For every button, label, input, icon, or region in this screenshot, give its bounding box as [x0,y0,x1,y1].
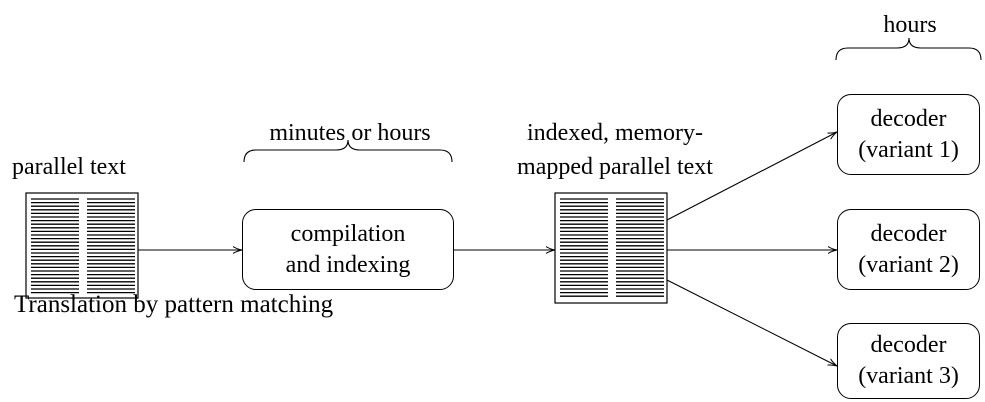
decoder-box-variant-3: decoder (variant 3) [837,323,980,399]
hours-label: hours [883,12,937,38]
brace-hours [835,37,982,61]
indexed-label-line-1: indexed, memory- [527,120,703,146]
decoder-2-line-2: (variant 2) [858,251,959,278]
arrow-indexed-to-decoder-1 [666,131,837,221]
minutes-or-hours-label: minutes or hours [269,120,431,146]
compilation-box: compilation and indexing [242,209,454,290]
arrow-indexed-to-decoder-3 [666,279,837,367]
caption: Translation by pattern matching [14,291,334,318]
compilation-box-line-2: and indexing [285,251,411,278]
brace-minutes-or-hours [243,139,453,163]
decoder-1-line-1: decoder [870,105,947,132]
decoder-2-line-1: decoder [870,220,947,247]
decoder-box-variant-1: decoder (variant 1) [837,94,980,175]
indexed-text-document-icon [554,192,668,304]
decoder-3-line-2: (variant 3) [858,363,959,389]
indexed-label-line-2: mapped parallel text [517,154,713,180]
decoder-box-variant-2: decoder (variant 2) [837,209,980,290]
parallel-text-document-icon [25,192,139,299]
decoder-3-line-1: decoder [870,332,947,358]
compilation-box-line-1: compilation [290,220,406,247]
decoder-1-line-2: (variant 1) [858,136,959,163]
parallel-text-label: parallel text [12,154,126,180]
